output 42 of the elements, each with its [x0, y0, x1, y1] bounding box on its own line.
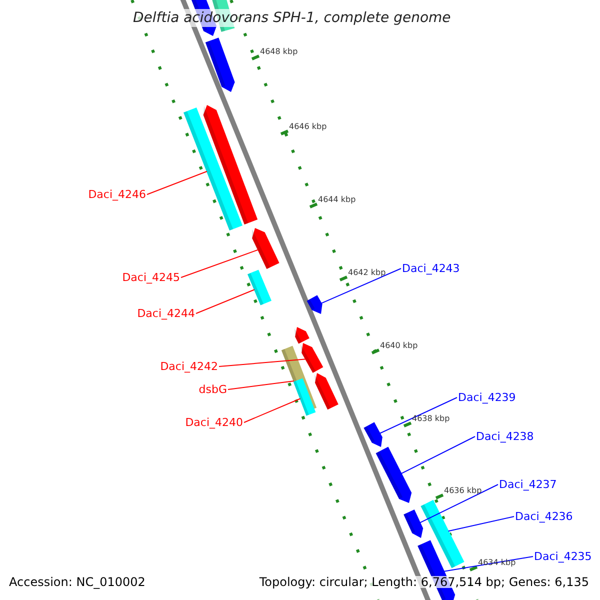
footer-text: Accession: NC_010002: [9, 576, 146, 588]
gene-label: Daci_4246: [88, 189, 146, 200]
tick-label: 4648 kbp: [260, 48, 298, 56]
leader-line: [196, 289, 255, 314]
gene-label: Daci_4242: [160, 361, 218, 372]
gene-bar: [248, 270, 272, 306]
leader-line: [244, 398, 301, 423]
leader-line: [180, 249, 259, 278]
tick-label: 4636 kbp: [444, 487, 482, 495]
leader-line: [218, 358, 306, 367]
tick-label: 4638 kbp: [412, 415, 450, 423]
gene-label: Daci_4235: [534, 551, 592, 562]
gene-block: [252, 228, 280, 269]
gene-block: [306, 295, 322, 314]
gene-block: [376, 446, 412, 503]
leader-line: [320, 268, 402, 304]
leader-line: [420, 484, 498, 524]
footer-text: Topology: circular; Length: 6,767,514 bp; Genes: 6,135: [259, 576, 589, 588]
gene-label: Daci_4245: [122, 272, 180, 283]
gene-bar: [293, 378, 316, 416]
tick-label: 4646 kbp: [289, 123, 327, 131]
tick-label: 4644 kbp: [318, 196, 356, 204]
leader-line: [379, 397, 458, 434]
gene-label: Daci_4244: [137, 308, 195, 319]
gene-label: dsbG: [198, 384, 227, 395]
leader-line: [448, 516, 514, 532]
gene-label: Daci_4240: [185, 417, 243, 428]
gene-label: Daci_4243: [402, 263, 460, 274]
tick-label: 4642 kbp: [348, 269, 386, 277]
gene-label: Daci_4237: [499, 479, 557, 490]
gene-label: Daci_4236: [515, 511, 573, 522]
gene-label: Daci_4238: [476, 431, 534, 442]
gene-label: Daci_4239: [458, 392, 516, 403]
gene-block: [364, 422, 382, 447]
leader-line: [400, 436, 476, 474]
gene-bar: [420, 500, 464, 568]
gene-block: [300, 343, 324, 373]
gene-block: [404, 510, 424, 538]
gene-bar: [184, 108, 242, 230]
tick-label: 4640 kbp: [380, 342, 418, 350]
leader-line: [146, 170, 208, 195]
leader-line: [228, 380, 294, 390]
